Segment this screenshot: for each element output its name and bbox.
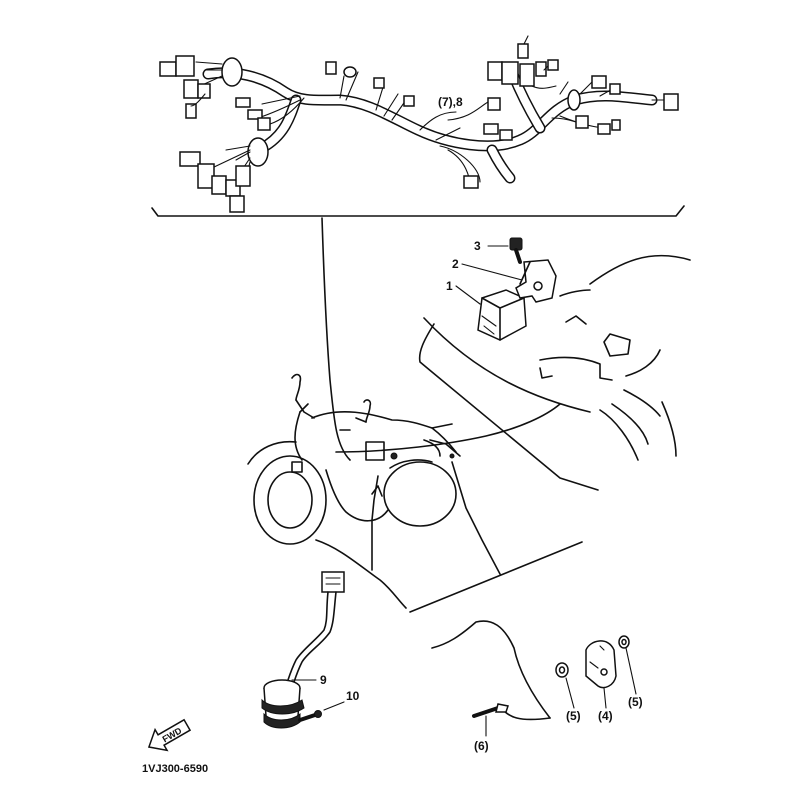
callout-5a: (5) [566,709,581,723]
callout-10: 10 [346,689,360,703]
switch-body [261,679,305,729]
fwd-arrow: FWD [147,718,192,752]
mounting-panel [423,237,691,461]
callout-6: (6) [474,739,489,753]
callouts: 1 2 3 (4) (5) (5) (6) (7),8 9 10 [320,95,643,753]
motorcycle-outline [247,373,501,575]
callout-5b: (5) [628,695,643,709]
harness-panel-border [151,205,685,217]
reference-lines [321,217,599,491]
bracket-plate-group [472,635,637,737]
callout-9: 9 [320,673,327,687]
callout-78: (7),8 [438,95,463,109]
relay [477,289,527,341]
callout-4: (4) [598,709,613,723]
sidestand-switch [261,571,345,729]
callout-3: 3 [474,239,481,253]
bracket [515,259,557,303]
screw [298,710,322,722]
wire-harness [151,35,685,217]
diagram-code: 1VJ300-6590 [142,763,208,775]
bolt [509,237,523,264]
callout-1: 1 [446,279,453,293]
callout-2: 2 [452,257,459,271]
pin [472,703,509,718]
